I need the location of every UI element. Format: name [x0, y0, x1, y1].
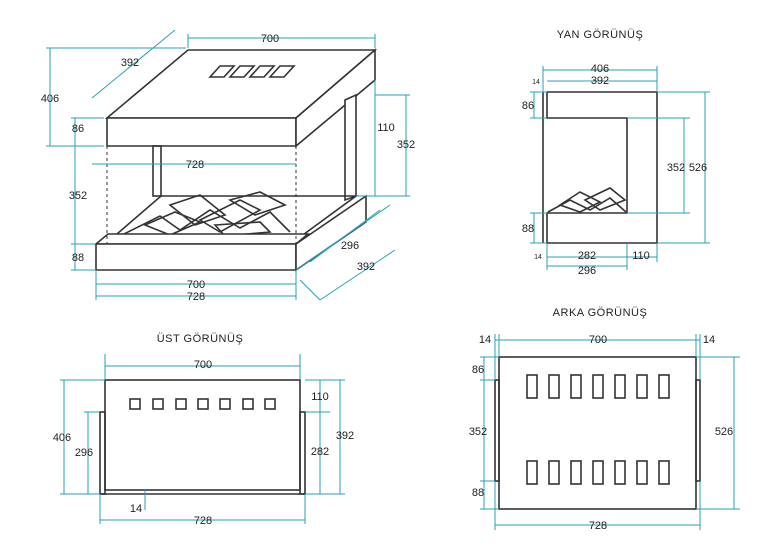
back-view-vents-bottom [526, 460, 670, 485]
iso-side-panel [344, 93, 357, 202]
iso-dim-352-left: 352 [69, 190, 87, 202]
back-view-title: ARKA GÖRÜNÜŞ [553, 307, 648, 319]
top-dim-728: 728 [194, 515, 212, 527]
iso-base-top [93, 233, 311, 245]
iso-dim-296: 296 [341, 240, 359, 252]
top-view: ÜST GÖRÜNÜŞ 700 40 [53, 333, 354, 527]
top-dim-392: 392 [336, 430, 354, 442]
top-dim-282: 282 [311, 446, 329, 458]
iso-dim-110: 110 [377, 122, 395, 134]
side-view-outline [546, 91, 658, 244]
side-dim-352: 352 [667, 162, 685, 174]
side-dim-86: 86 [522, 100, 534, 112]
back-dim-700: 700 [589, 334, 607, 346]
iso-dim-728-mid: 728 [186, 159, 204, 171]
side-dim-14-top: 14 [532, 79, 540, 86]
iso-dim-700-bottom: 700 [187, 279, 205, 291]
side-dim-14-bottom: 14 [534, 254, 542, 261]
side-dim-110: 110 [632, 250, 650, 262]
iso-dim-728-bottom: 728 [187, 291, 205, 303]
side-dim-88: 88 [522, 223, 534, 235]
back-view: ARKA GÖRÜNÜŞ [469, 307, 740, 532]
iso-vents [208, 65, 296, 78]
back-dim-88: 88 [472, 487, 484, 499]
side-dim-406: 406 [591, 63, 609, 75]
top-dim-110: 110 [311, 391, 329, 403]
iso-rear-post [152, 145, 162, 197]
back-dim-14-left: 14 [479, 334, 491, 346]
back-dim-352: 352 [469, 426, 487, 438]
iso-logs [119, 191, 291, 237]
top-dim-406: 406 [53, 432, 71, 444]
side-view-logs [547, 187, 627, 213]
back-view-vents-top [526, 374, 670, 399]
iso-dim-392-bottom: 392 [357, 261, 375, 273]
iso-dim-392-top: 392 [121, 57, 139, 69]
top-view-outline [104, 379, 301, 491]
iso-dim-352-right: 352 [397, 139, 415, 151]
iso-base-front [95, 243, 297, 271]
side-dim-526: 526 [689, 162, 707, 174]
side-dim-392: 392 [591, 75, 609, 87]
top-dim-14: 14 [130, 503, 142, 515]
back-dim-526: 526 [715, 426, 733, 438]
side-view: YAN GÖRÜNÜŞ 406 392 14 [522, 29, 710, 277]
isometric-view: 700 392 406 86 728 110 352 352 88 296 39… [41, 29, 415, 303]
top-dim-296: 296 [75, 447, 93, 459]
top-view-vents [129, 398, 276, 410]
top-dim-700: 700 [194, 359, 212, 371]
side-dim-296: 296 [578, 265, 596, 277]
side-view-title: YAN GÖRÜNÜŞ [557, 29, 644, 41]
iso-dim-406: 406 [41, 93, 59, 105]
iso-dim-86: 86 [72, 123, 84, 135]
iso-dim-700-top: 700 [261, 33, 279, 45]
iso-top-front-face [106, 117, 297, 147]
back-dim-728: 728 [589, 520, 607, 532]
back-dim-86: 86 [472, 364, 484, 376]
back-view-outline [498, 356, 697, 510]
top-view-title: ÜST GÖRÜNÜŞ [157, 333, 244, 345]
side-dim-282: 282 [578, 250, 596, 262]
back-dim-14-right: 14 [703, 334, 715, 346]
iso-dim-88: 88 [72, 252, 84, 264]
